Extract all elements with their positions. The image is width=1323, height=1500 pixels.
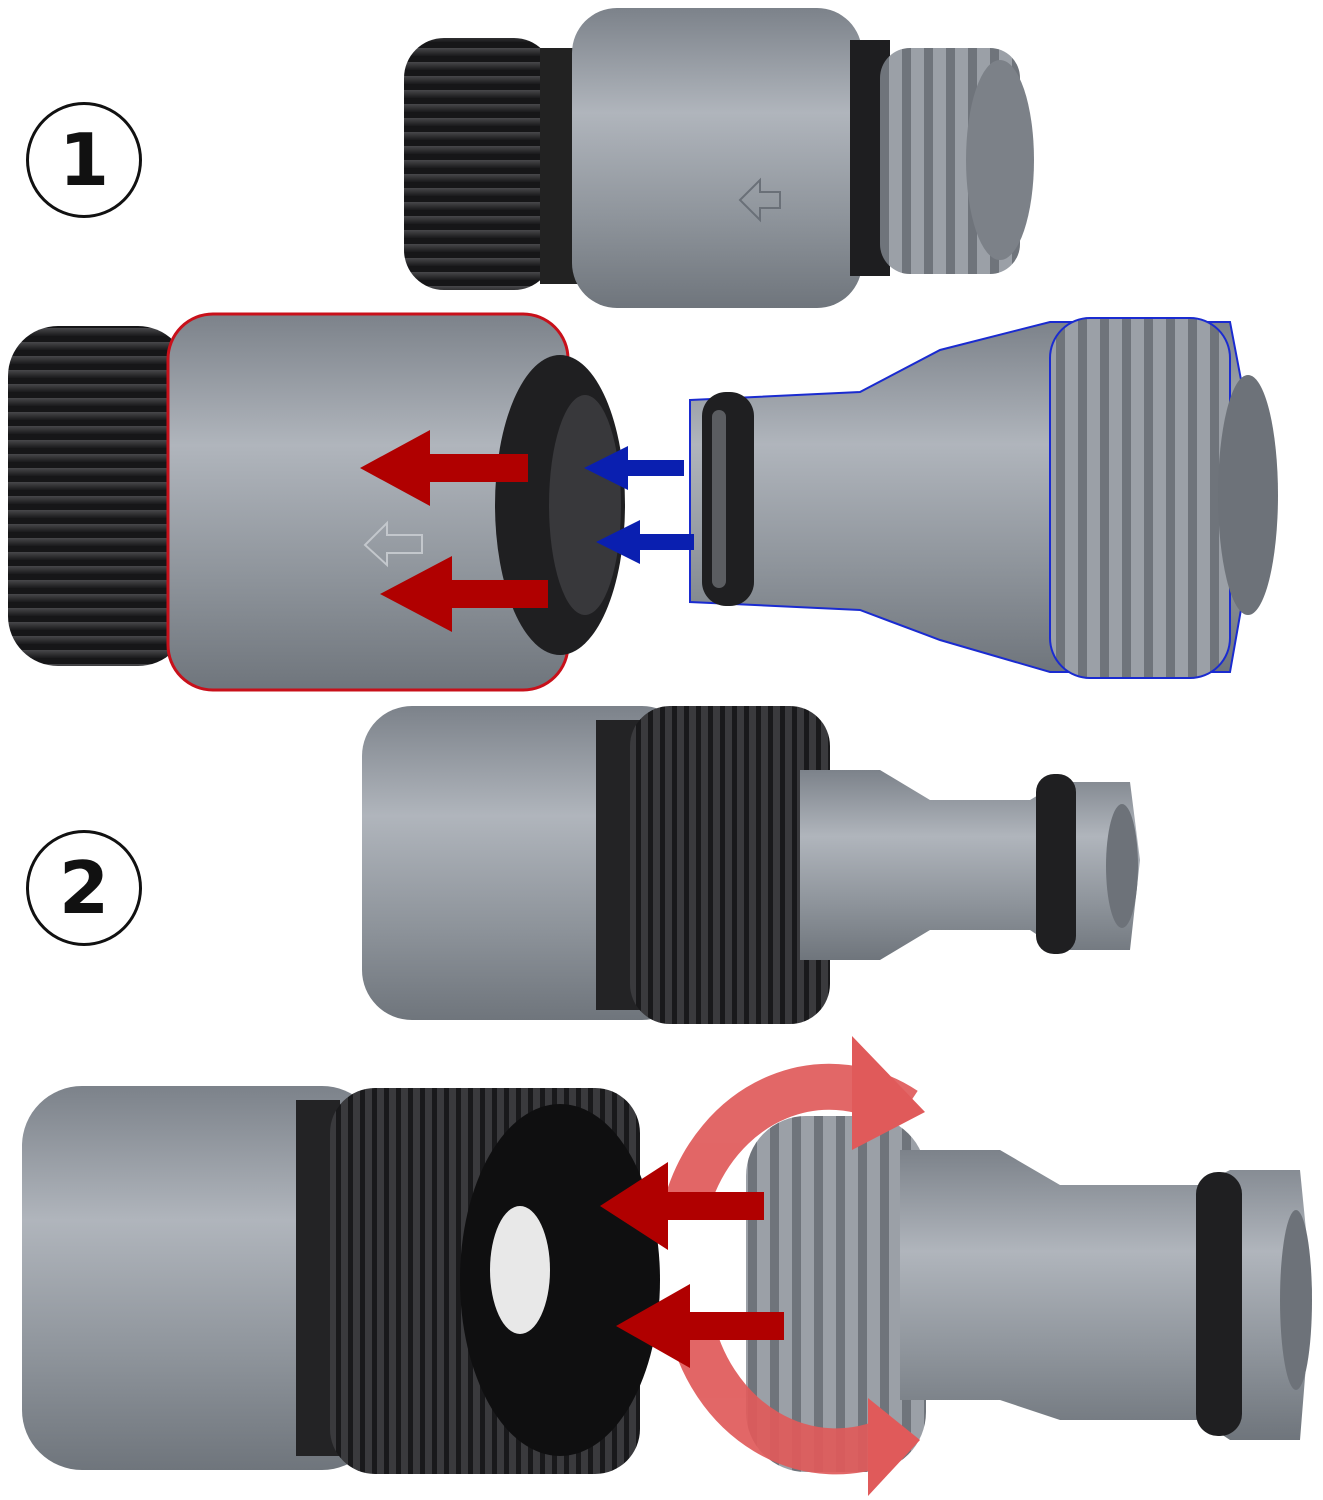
rotation-arc-bottom	[667, 1314, 900, 1475]
assembled-connector-top	[404, 8, 1034, 308]
o-ring-highlight	[712, 410, 726, 588]
body-embossed-arrow	[738, 177, 781, 223]
insert-arrows-step2	[600, 1162, 784, 1368]
rotation-arrowhead	[868, 1398, 920, 1496]
threaded-tap-adapter	[746, 1116, 1312, 1472]
male-thread	[1049, 317, 1231, 679]
assembled-connector-middle	[362, 706, 1140, 1024]
seal-arrow	[596, 520, 694, 564]
connector-inner	[549, 395, 621, 615]
adapter-opening	[1280, 1210, 1312, 1390]
washer	[490, 1206, 550, 1334]
adapter-body	[900, 1150, 1312, 1440]
thread-opening	[1218, 375, 1278, 615]
thread-opening	[966, 60, 1034, 260]
knurled-nut	[630, 706, 830, 1024]
rotation-arrowhead	[852, 1036, 925, 1150]
tap-adapter-blue-outline	[689, 317, 1278, 679]
male-thread	[746, 1116, 926, 1472]
step-2-badge: 2	[26, 830, 142, 946]
o-ring	[1196, 1172, 1242, 1436]
grey-body	[572, 8, 862, 308]
insert-arrow	[616, 1284, 784, 1368]
grey-body	[22, 1086, 382, 1470]
seal-arrows-step1	[584, 446, 694, 564]
threaded-connector-bottom	[22, 1086, 660, 1474]
adapter-opening	[1106, 804, 1138, 928]
step-1-badge: 1	[26, 102, 142, 218]
insert-arrow	[600, 1162, 764, 1250]
knurled-nut	[8, 326, 188, 666]
step-1-number: 1	[58, 118, 110, 202]
o-ring	[1036, 774, 1076, 954]
rotation-arrowheads	[852, 1036, 925, 1496]
nut-opening	[460, 1104, 660, 1456]
insert-arrow	[380, 556, 548, 632]
o-ring	[702, 392, 754, 606]
knurled-nut	[404, 38, 554, 290]
adapter-body	[800, 770, 1140, 960]
insert-arrows-step1	[360, 430, 548, 632]
insert-arrow	[360, 430, 528, 506]
step-2-number: 2	[58, 846, 110, 930]
body-embossed-arrow	[363, 520, 423, 568]
seal-arrow	[584, 446, 684, 490]
hose-connector-red-outline	[8, 312, 625, 692]
